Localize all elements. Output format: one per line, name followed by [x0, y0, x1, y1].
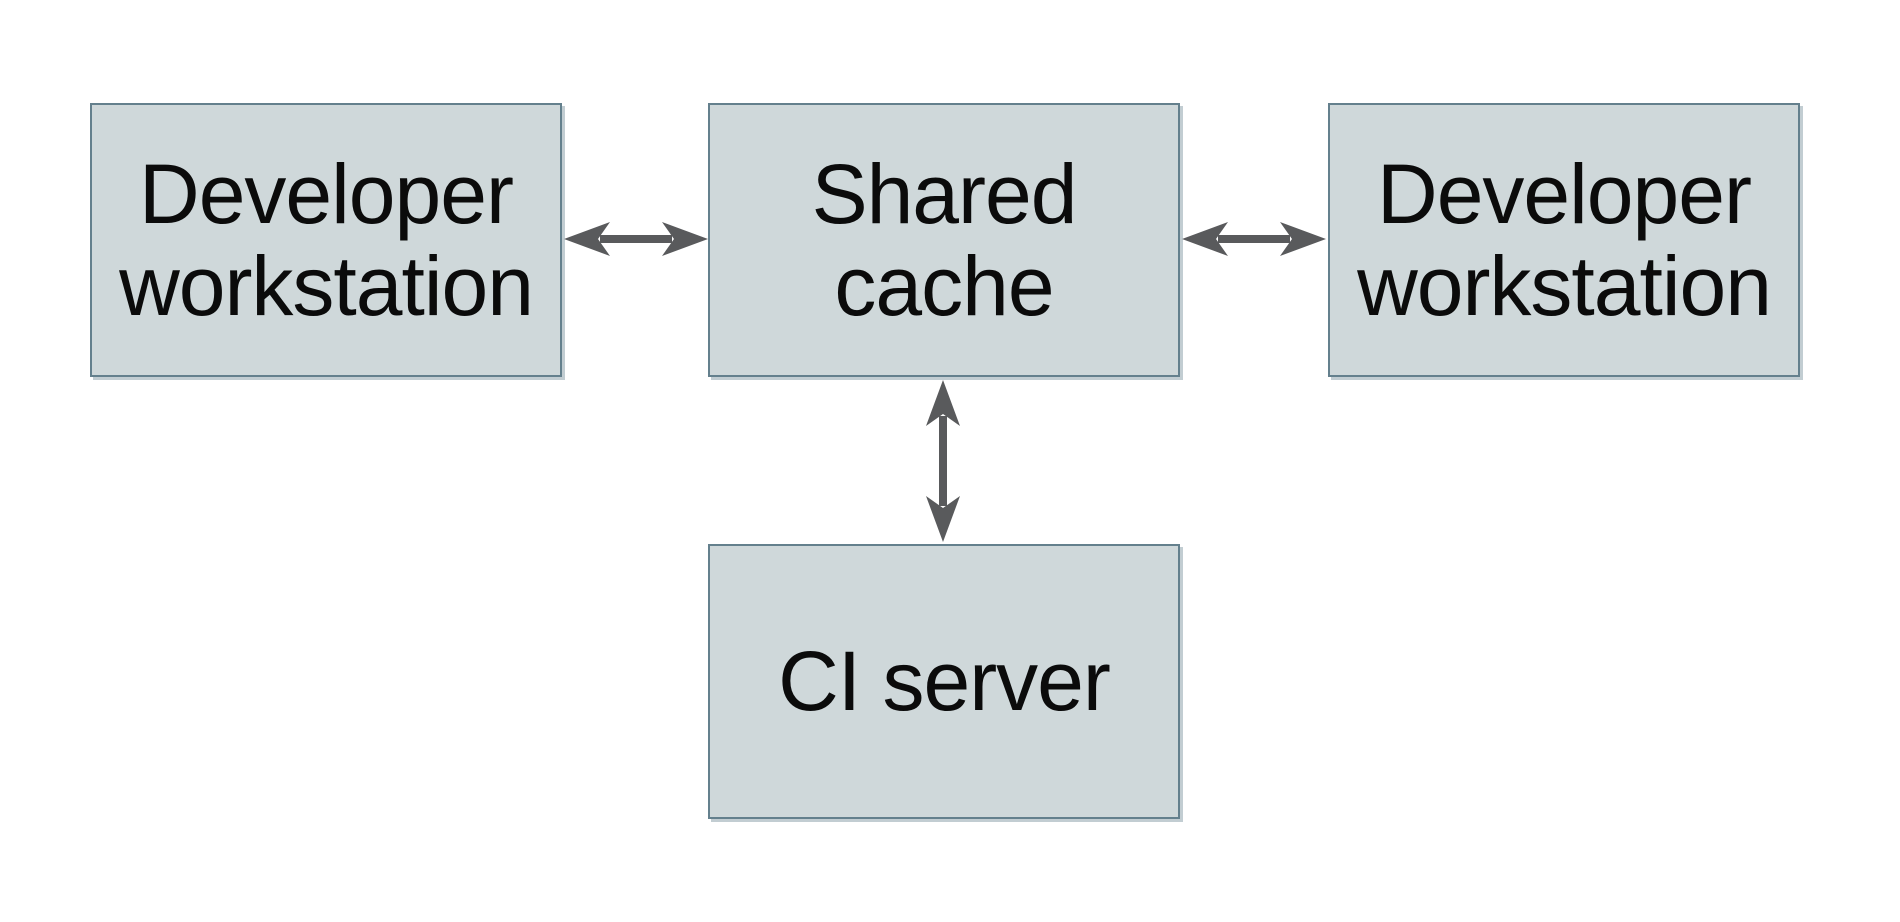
- node-developer-workstation-right[interactable]: Developer workstation: [1328, 103, 1800, 377]
- node-label-shared-cache: Shared cache: [811, 146, 1078, 333]
- node-developer-workstation-left[interactable]: Developer workstation: [90, 103, 562, 377]
- node-label-developer-workstation-right: Developer workstation: [1357, 146, 1772, 333]
- node-label-developer-workstation-left: Developer workstation: [119, 146, 534, 333]
- node-ci-server[interactable]: CI server: [708, 544, 1180, 819]
- node-shared-cache[interactable]: Shared cache: [708, 103, 1180, 377]
- double-arrow-cache-right-workstation: [1182, 222, 1326, 256]
- double-arrow-left-workstation-cache: [564, 222, 708, 256]
- double-arrow-cache-ci-server: [926, 380, 960, 542]
- node-label-ci-server: CI server: [778, 634, 1111, 729]
